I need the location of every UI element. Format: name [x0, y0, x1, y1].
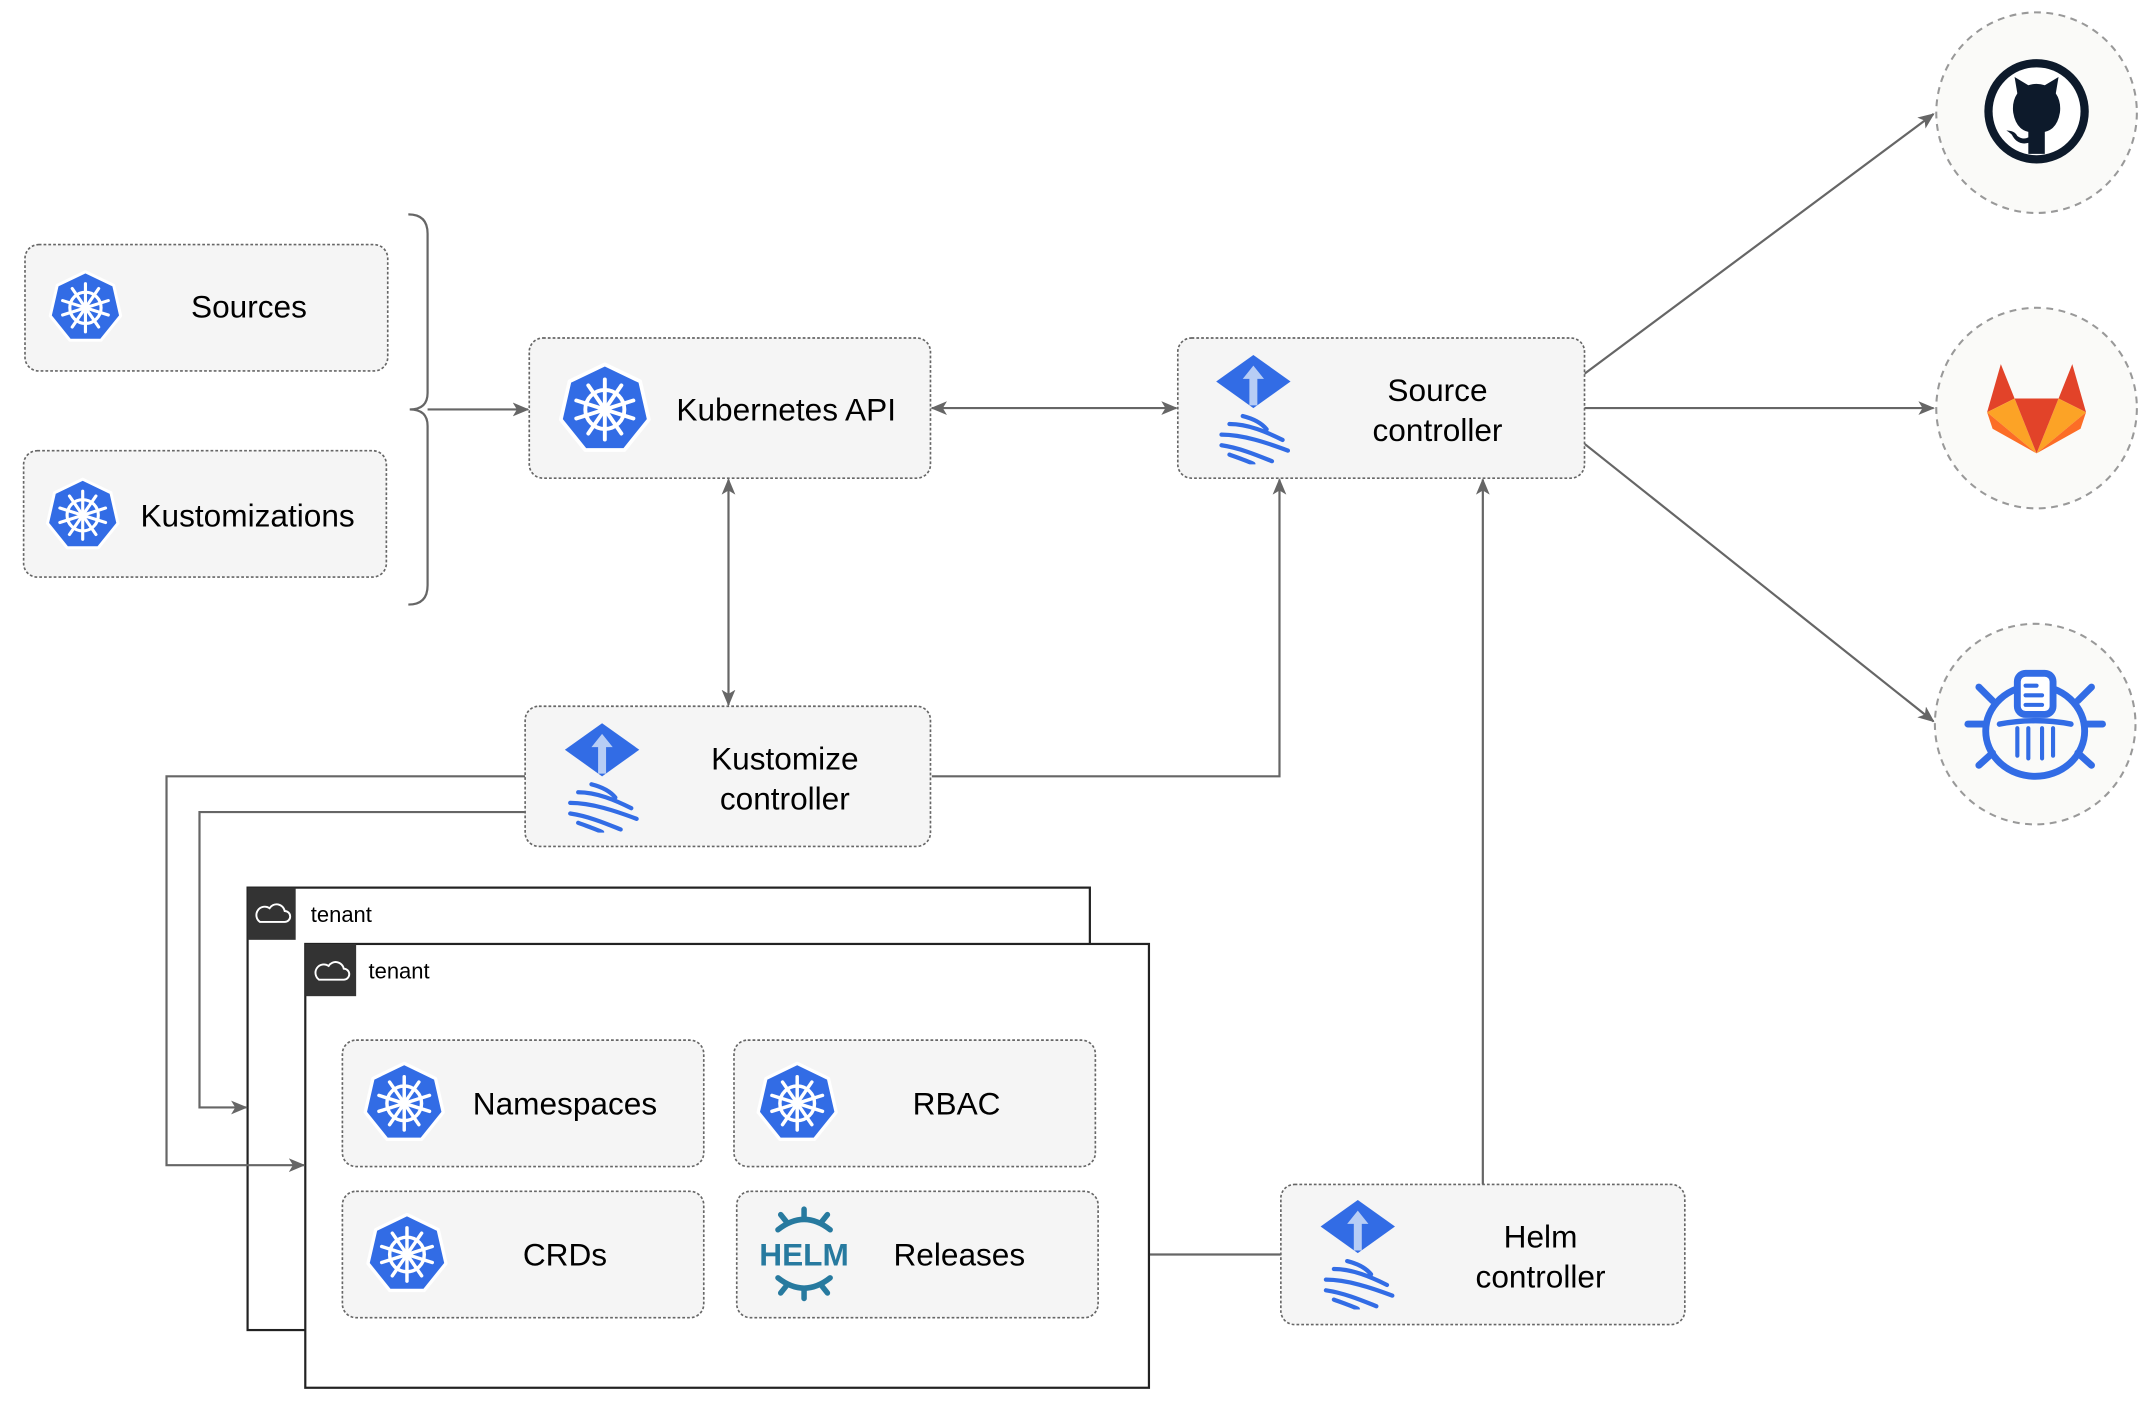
brace [408, 213, 429, 606]
gitlab-icon [1987, 364, 2087, 454]
edge-source-github [1583, 113, 1935, 375]
node-label: Releases [893, 1236, 1025, 1272]
node-label: Namespaces [473, 1085, 657, 1121]
crds-node[interactable]: CRDs [341, 1190, 705, 1319]
sources-node[interactable]: Sources [24, 243, 389, 372]
kustomize-controller-node[interactable]: Kustomize controller [524, 705, 932, 848]
kubernetes-api-node[interactable]: Kubernetes API [528, 337, 932, 479]
node-label: CRDs [523, 1236, 607, 1272]
helm-logo-text: HELM [759, 1236, 849, 1272]
github-icon [1984, 59, 2089, 164]
namespaces-node[interactable]: Namespaces [341, 1039, 705, 1168]
source-controller-node[interactable]: Source controller [1176, 337, 1586, 479]
edge-source-bucket [1583, 442, 1935, 723]
node-label: Helm [1504, 1219, 1578, 1255]
cloud-icon [255, 903, 292, 923]
node-label: RBAC [913, 1085, 1001, 1121]
gitlab-source[interactable] [1935, 306, 2138, 510]
kubernetes-icon [756, 1061, 838, 1142]
node-label: controller [1476, 1258, 1606, 1294]
kustomizations-node[interactable]: Kustomizations [22, 449, 388, 578]
node-label: Kustomize [711, 740, 858, 776]
node-label: Source [1387, 372, 1487, 408]
kubernetes-icon [48, 270, 123, 342]
tenant-label: tenant [369, 958, 430, 983]
node-label: controller [1373, 412, 1503, 448]
helm-controller-node[interactable]: Helm controller [1280, 1183, 1686, 1326]
releases-node[interactable]: HELM Releases [735, 1190, 1099, 1319]
cloud-icon [314, 961, 351, 981]
node-label: Kubernetes API [676, 391, 896, 427]
bucket-icon [1964, 669, 2106, 780]
helm-icon: HELM [759, 1206, 849, 1302]
kubernetes-icon [363, 1061, 445, 1142]
node-label: controller [720, 780, 850, 816]
edge-kustomize-tenant-front [165, 775, 526, 1173]
bucket-source[interactable] [1933, 622, 2137, 826]
edge-kustomize-tenant-back [198, 810, 526, 1115]
edge-kustomize-source [931, 478, 1287, 778]
github-source[interactable] [1935, 11, 2138, 215]
kubernetes-icon [558, 362, 651, 452]
tenant-label: tenant [311, 902, 372, 927]
node-label: Sources [191, 288, 307, 324]
kubernetes-icon [366, 1212, 448, 1293]
node-label: Kustomizations [140, 497, 354, 533]
rbac-node[interactable]: RBAC [733, 1039, 1097, 1168]
kubernetes-icon [45, 477, 120, 550]
